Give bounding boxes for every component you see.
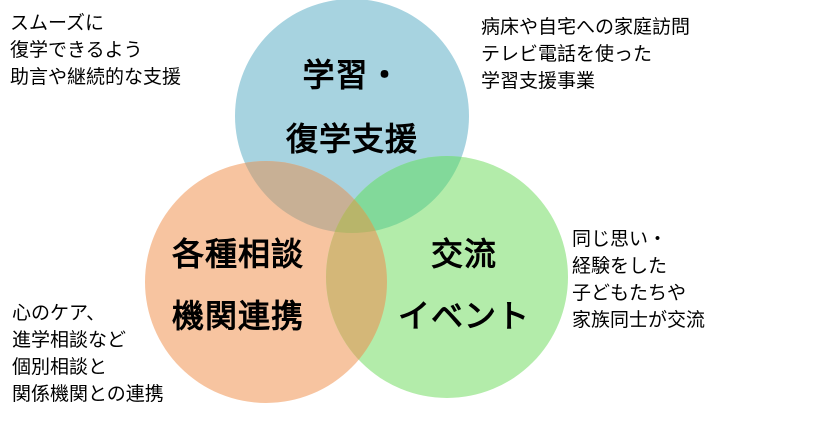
overlap-learning-consult [235, 161, 387, 233]
note-line: 病床や自宅への家庭訪問 [481, 16, 691, 38]
note-line: 個別相談と [12, 356, 108, 378]
label-consult: 各種相談 機関連携 [158, 228, 318, 342]
note-line: 進学相談など [12, 329, 127, 351]
label-learning-line1: 学習・ [302, 56, 402, 94]
label-learning-line2: 復学支援 [285, 120, 418, 158]
label-event-line2: イベント [397, 297, 530, 335]
note-line: 子どもたちや [572, 282, 687, 304]
label-consult-line1: 各種相談 [171, 235, 304, 273]
note-line: 学習支援事業 [481, 70, 596, 92]
note-top-right: 病床や自宅への家庭訪問 テレビ電話を使った 学習支援事業 [481, 14, 690, 95]
label-event: 交流 イベント [384, 228, 544, 342]
label-event-line1: 交流 [430, 235, 497, 273]
note-line: スムーズに [10, 12, 105, 34]
note-line: 同じ思い・ [572, 228, 668, 250]
note-line: 助言や継続的な支援 [10, 66, 182, 88]
note-line: 家族同士が交流 [572, 309, 706, 331]
note-line: 関係機関との連携 [12, 383, 164, 405]
note-top-left: スムーズに 復学できるよう 助言や継続的な支援 [10, 10, 181, 91]
note-line: 復学できるよう [10, 39, 143, 61]
label-consult-line2: 機関連携 [171, 297, 304, 335]
label-learning: 学習・ 復学支援 [272, 49, 432, 165]
note-line: テレビ電話を使った [481, 43, 653, 65]
note-mid-right: 同じ思い・ 経験をした 子どもたちや 家族同士が交流 [572, 226, 705, 334]
overlap-learning-event [326, 156, 469, 233]
note-bottom-left: 心のケア、 進学相談など 個別相談と 関係機関との連携 [12, 300, 164, 408]
note-line: 経験をした [572, 255, 668, 277]
note-line: 心のケア、 [12, 302, 106, 324]
